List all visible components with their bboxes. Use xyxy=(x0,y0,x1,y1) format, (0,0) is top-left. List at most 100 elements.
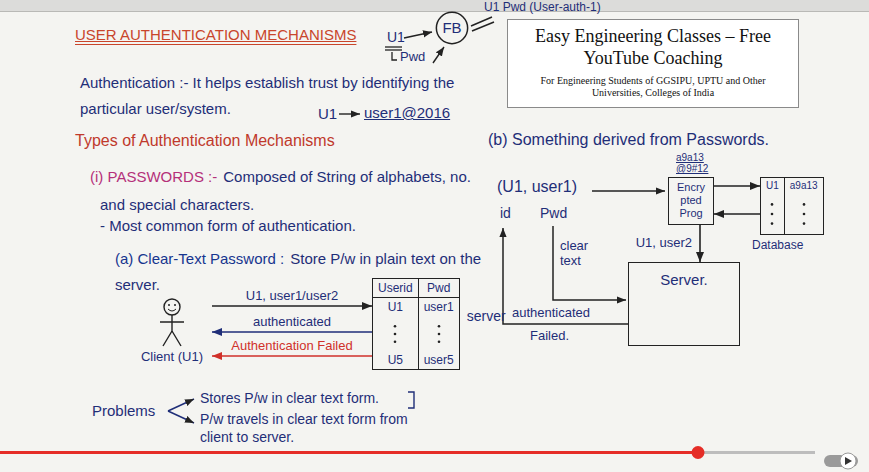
table-cell: Pwd xyxy=(419,279,459,298)
connector-label: Authentication Failed xyxy=(229,339,354,354)
bullet-text: - Most common form of authentication. xyxy=(100,217,356,235)
label-slot: P/w travels in clear text form from clie… xyxy=(200,410,430,446)
page-title: USER AUTHENTICATION MECHANISMS xyxy=(75,26,356,43)
cipher-text: a9a13 @9#12 xyxy=(676,152,720,174)
label-slot: Types of Authentication Mechanisms xyxy=(75,131,335,150)
arrow-line xyxy=(592,190,665,192)
dot xyxy=(771,222,774,225)
table-cell: U5 xyxy=(373,351,419,369)
field-name: Pwd xyxy=(540,205,567,222)
figure-eye xyxy=(174,304,176,306)
flow-note: Failed. xyxy=(530,328,569,344)
label-slot: a9a13 @9#12 xyxy=(676,152,720,174)
banner-title: Easy Engineering Classes – Free YouTube … xyxy=(514,26,792,69)
annotation: U1 Pwd (User-auth-1) xyxy=(484,0,601,14)
table-grid: Userid PwdU1 user1U5 user5 xyxy=(372,278,460,370)
dot xyxy=(771,213,774,216)
connector-arrow xyxy=(212,331,372,333)
table-text: user1 xyxy=(424,300,454,314)
dot xyxy=(394,332,397,335)
password-example: user1@2016 xyxy=(364,104,450,122)
table-cell: user1 xyxy=(419,298,459,316)
board-frame xyxy=(0,0,869,11)
toggle-knob xyxy=(840,453,856,469)
label-slot: U1 Pwd (User-auth-1) xyxy=(484,0,601,14)
table-caption: server xyxy=(467,308,506,324)
circle-shape xyxy=(436,12,467,43)
table-cell: U1 xyxy=(761,178,785,194)
label-slot: (U1, user1) xyxy=(497,177,577,196)
table-cell: a9a13 xyxy=(785,178,823,194)
database-table: U1a9a13Database xyxy=(760,177,824,235)
label-slot: Pwd xyxy=(400,49,425,65)
label-slot: id xyxy=(500,205,511,222)
clear-text-path xyxy=(553,226,626,300)
connector-arrow xyxy=(699,225,701,262)
figure-smile xyxy=(168,309,176,311)
dot xyxy=(437,340,440,343)
label-slot: authenticated xyxy=(512,305,590,321)
arrow-line xyxy=(433,47,444,63)
table-grid: U1a9a13 xyxy=(760,177,824,235)
item-heading: (b) Something derived from Passwords. xyxy=(488,130,769,149)
item-heading: (a) Clear-Text Password : xyxy=(115,246,284,272)
table-text: U1 xyxy=(388,300,403,314)
process-label: Encry pted Prog xyxy=(672,181,710,221)
flow-note: authenticated xyxy=(512,305,590,321)
definition-text: Composed of String of alphabets, no. and… xyxy=(100,163,495,219)
connector-arrow xyxy=(714,213,760,215)
reply-path xyxy=(503,228,628,324)
connector-label: U1, user1/user2 xyxy=(244,289,341,304)
client-label: Client (U1) xyxy=(141,349,203,365)
dot xyxy=(437,332,440,335)
section-heading: Types of Authentication Mechanisms xyxy=(75,131,335,150)
label-slot: U1 xyxy=(387,29,405,46)
user-id: U1 xyxy=(387,29,405,46)
double-line xyxy=(385,46,402,47)
problem-text: Stores P/w in clear text form. xyxy=(200,390,379,407)
hook-line xyxy=(392,52,397,60)
label-slot: Stores P/w in clear text form. xyxy=(200,390,379,407)
double-line xyxy=(385,49,402,50)
title-slot: USER AUTHENTICATION MECHANISMS xyxy=(75,26,356,43)
process-box: Encry pted Prog xyxy=(668,177,714,225)
table-text: Userid xyxy=(378,281,413,295)
table-gap xyxy=(373,317,419,351)
banner-box: Easy Engineering Classes – Free YouTube … xyxy=(507,19,799,108)
label-slot: clear text xyxy=(560,238,604,268)
play-icon xyxy=(845,457,852,465)
table-gap xyxy=(785,194,823,234)
table-gap xyxy=(419,317,459,351)
field-name: id xyxy=(500,205,511,222)
problems-heading: Problems xyxy=(92,402,155,420)
connector-arrow xyxy=(212,355,372,357)
table-gap xyxy=(761,194,785,234)
label-slot: U1 xyxy=(318,105,337,123)
connector-arrow xyxy=(714,185,760,187)
label-slot: Composed of String of alphabets, no. and… xyxy=(100,163,495,219)
banner-subtitle: For Engineering Students of GGSIPU, UPTU… xyxy=(514,75,792,99)
brace-arrow xyxy=(168,399,194,411)
connector-arrow xyxy=(212,305,372,307)
label-slot: Pwd xyxy=(540,205,567,222)
dot xyxy=(802,213,805,216)
label-slot: user1@2016 xyxy=(364,104,450,122)
connector-label: authenticated xyxy=(251,315,333,330)
ellipsis-dots xyxy=(801,198,807,230)
board-edge xyxy=(0,11,869,12)
table-caption: Database xyxy=(752,238,803,252)
label-slot: (b) Something derived from Passwords. xyxy=(488,130,769,149)
arrow-line xyxy=(404,32,432,38)
table-text: user5 xyxy=(424,353,454,367)
double-line xyxy=(472,22,494,31)
server-box: Server. xyxy=(628,262,740,346)
brace-arrow xyxy=(168,411,194,423)
dot xyxy=(394,325,397,328)
annotation: Pwd xyxy=(400,49,425,65)
ellipsis-dots xyxy=(769,198,775,230)
figure-head xyxy=(164,299,180,315)
label-slot: (a) Clear-Text Password : xyxy=(115,246,284,272)
dot xyxy=(437,325,440,328)
circle-node: FB xyxy=(435,11,469,45)
